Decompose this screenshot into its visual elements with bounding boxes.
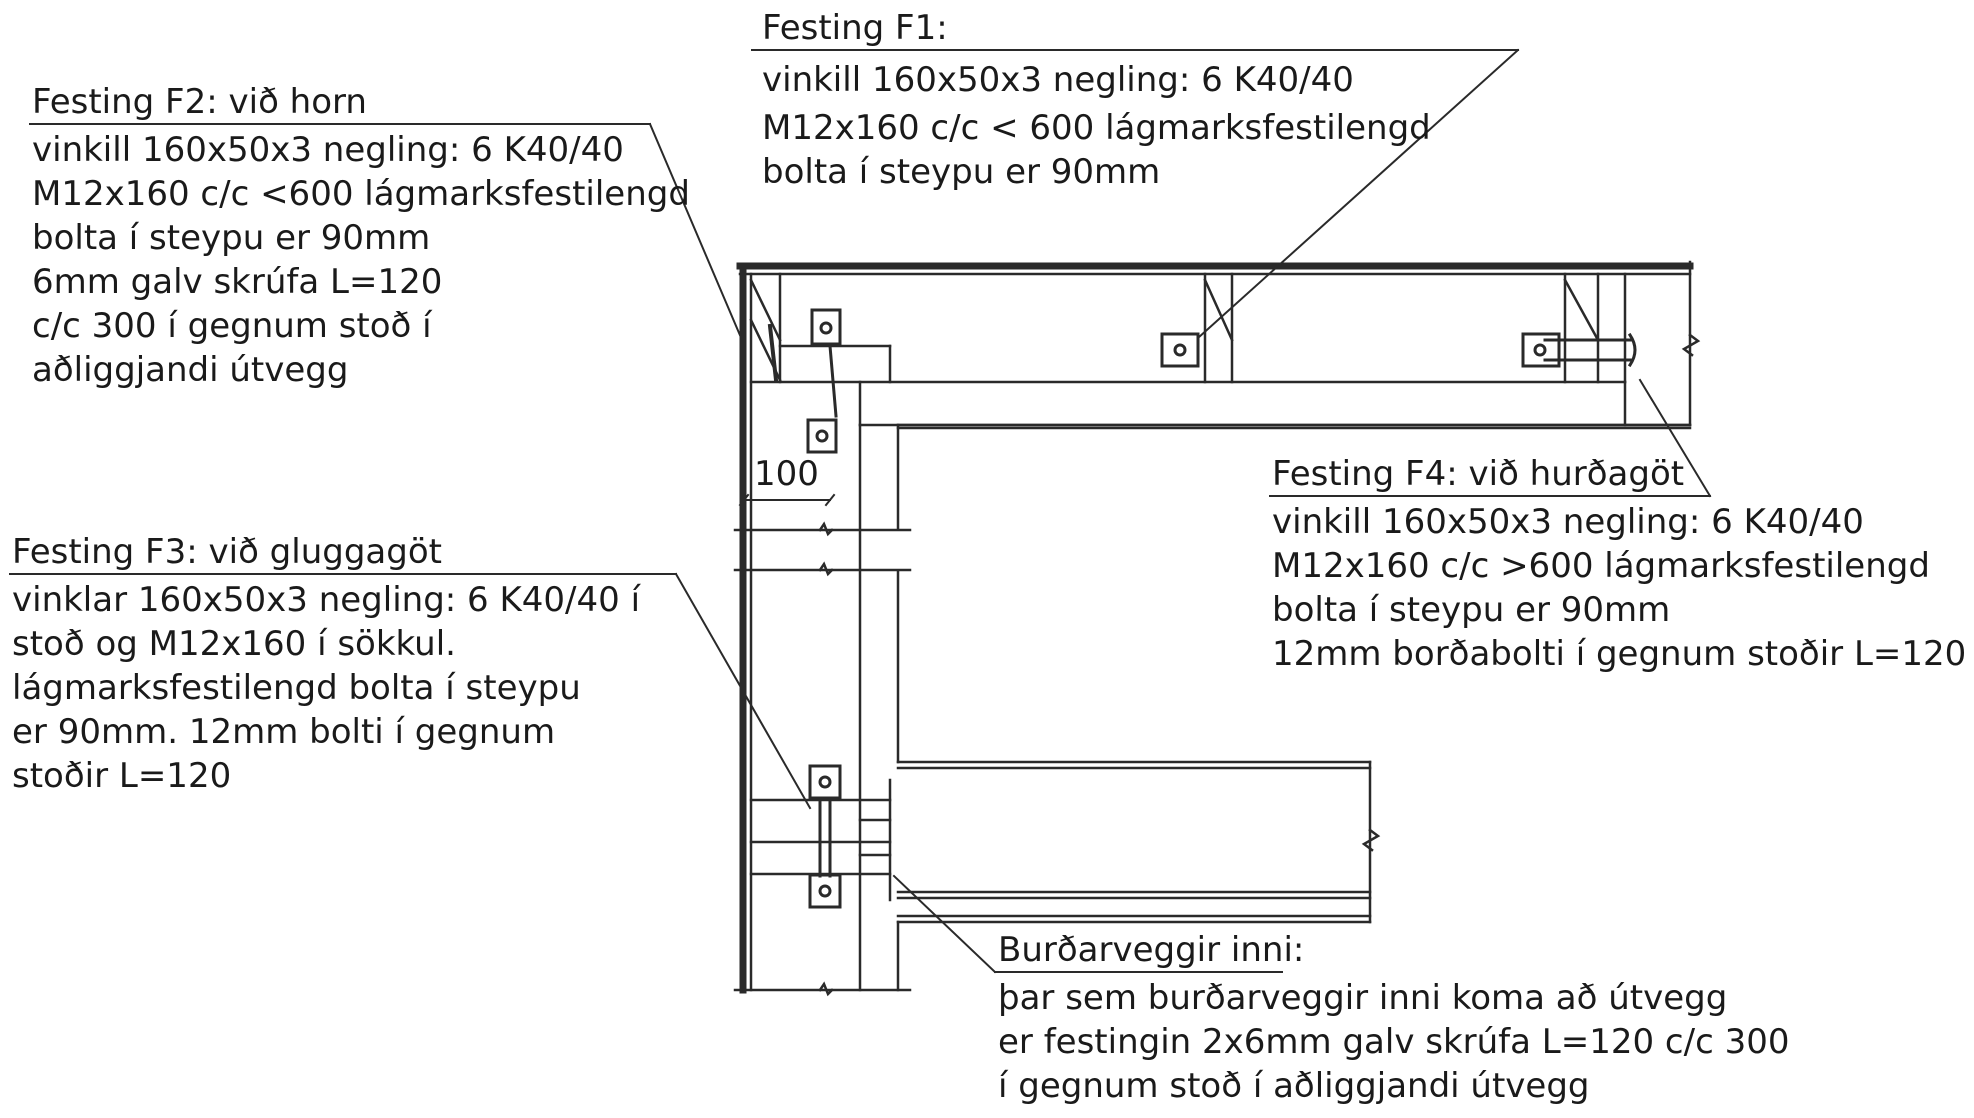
note-f1-line-3: bolta í steypu er 90mm: [762, 152, 1161, 192]
timber-plates: [749, 272, 1692, 992]
note-inner-line-3: í gegnum stoð í aðliggjandi útvegg: [998, 1066, 1590, 1106]
leader-lines: [9, 48, 1712, 974]
inner-wall: [749, 760, 1381, 924]
note-f4-line-4: 12mm borðabolti í gegnum stoðir L=120: [1272, 634, 1967, 674]
note-f4: Festing F4: við hurðagöt vinkill 160x50x…: [1272, 452, 1966, 676]
exterior-wall: [736, 260, 1701, 994]
note-f3-line-5: stoðir L=120: [12, 756, 232, 796]
dimension-label: 100: [754, 452, 819, 496]
note-inner-title: Burðarveggir inni:: [998, 930, 1305, 970]
note-inner-line-1: þar sem burðarveggir inni koma að útvegg: [998, 978, 1728, 1018]
note-f2-line-2: M12x160 c/c <600 lágmarksfestilengd: [32, 174, 690, 214]
note-f2-line-4: 6mm galv skrúfa L=120: [32, 262, 443, 302]
note-f2-line-3: bolta í steypu er 90mm: [32, 218, 431, 258]
note-f2-line-6: aðliggjandi útvegg: [32, 350, 349, 390]
note-inner-line-2: er festingin 2x6mm galv skrúfa L=120 c/c…: [998, 1022, 1790, 1062]
note-f4-title: Festing F4: við hurðagöt: [1272, 454, 1685, 494]
dimension-100: [738, 493, 836, 507]
note-f4-line-3: bolta í steypu er 90mm: [1272, 590, 1671, 630]
note-f3-title: Festing F3: við gluggagöt: [12, 532, 442, 572]
dimension-value: 100: [754, 454, 819, 494]
note-f3-line-3: lágmarksfestilengd bolta í steypu: [12, 668, 581, 708]
note-f4-line-1: vinkill 160x50x3 negling: 6 K40/40: [1272, 502, 1864, 542]
note-f1-title: Festing F1:: [762, 8, 948, 48]
note-f1: Festing F1: vinkill 160x50x3 negling: 6 …: [762, 6, 1431, 194]
note-f3-line-4: er 90mm. 12mm bolti í gegnum: [12, 712, 556, 752]
note-f3-line-2: stoð og M12x160 í sökkul.: [12, 624, 456, 664]
note-f3-line-1: vinklar 160x50x3 negling: 6 K40/40 í: [12, 580, 641, 620]
note-f1-line-2: M12x160 c/c < 600 lágmarksfestilengd: [762, 108, 1431, 148]
note-f2-line-1: vinkill 160x50x3 negling: 6 K40/40: [32, 130, 624, 170]
note-f1-line-1: vinkill 160x50x3 negling: 6 K40/40: [762, 60, 1354, 100]
note-inner-walls: Burðarveggir inni: þar sem burðarveggir …: [998, 928, 1789, 1108]
anchor-brackets: [767, 308, 1637, 909]
note-f4-line-2: M12x160 c/c >600 lágmarksfestilengd: [1272, 546, 1930, 586]
note-f2-title: Festing F2: við horn: [32, 82, 367, 122]
break-lines: [733, 521, 912, 997]
note-f3: Festing F3: við gluggagöt vinklar 160x50…: [12, 530, 640, 798]
note-f2-line-5: c/c 300 í gegnum stoð í: [32, 306, 432, 346]
note-f2: Festing F2: við horn vinkill 160x50x3 ne…: [32, 80, 690, 392]
